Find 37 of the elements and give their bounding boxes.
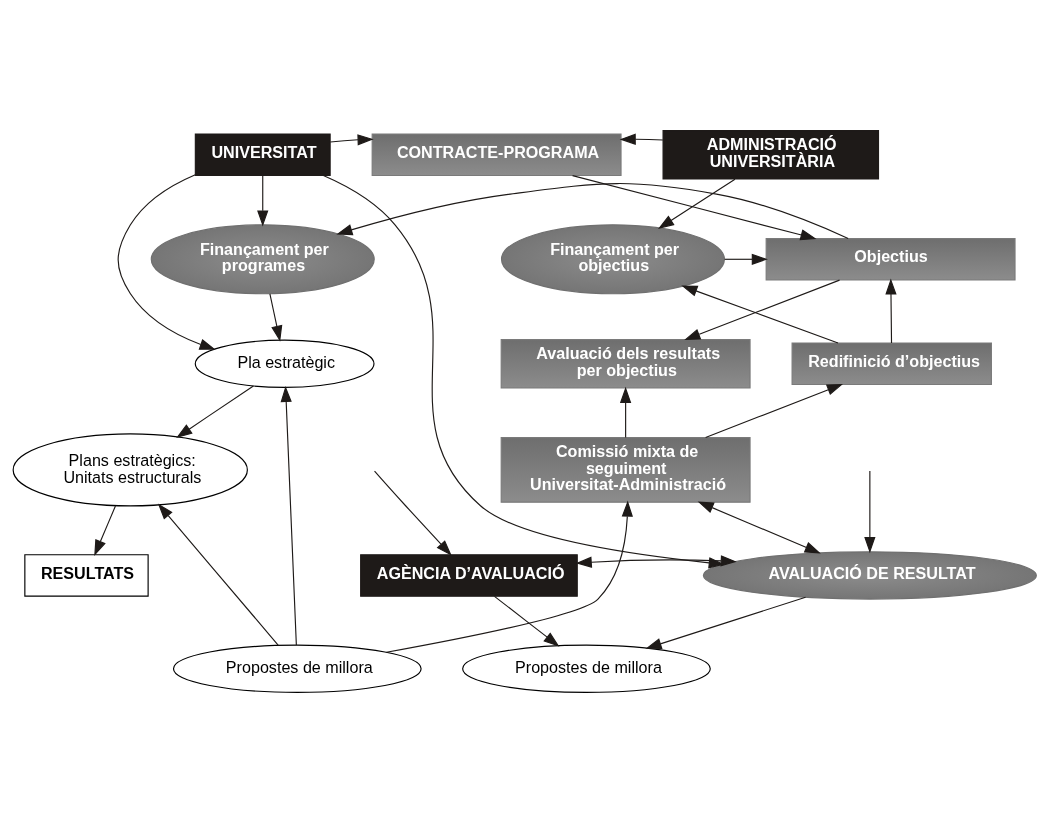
node-box: AGÈNCIA D’AVALUACIÓ	[360, 553, 578, 597]
arrow	[329, 133, 374, 145]
arrow	[864, 470, 876, 553]
arrow	[373, 470, 452, 556]
node-box: Redifinició d’objectius	[791, 341, 992, 385]
arrow	[157, 503, 279, 646]
arrow	[280, 385, 297, 646]
arrow	[572, 174, 817, 240]
arrow	[336, 182, 849, 239]
node-box: Avaluació dels resultats per objectius	[500, 338, 751, 389]
node-ellipse: Propostes de millora	[462, 644, 711, 693]
arrow	[257, 174, 269, 227]
arrow	[724, 253, 768, 265]
node-box: RESULTATS	[24, 553, 149, 597]
arrow	[493, 595, 560, 647]
arrow	[269, 292, 283, 342]
node-ellipse: AVALUACIÓ DE RESULTAT	[702, 550, 1037, 600]
node-box: Comissió mixta de seguiment Universitat-Administració	[500, 436, 751, 503]
arrow	[94, 504, 117, 556]
arrow	[681, 285, 839, 343]
arrow	[684, 279, 841, 340]
node-ellipse: Propostes de millora	[172, 644, 422, 693]
arrow	[385, 500, 633, 653]
node-ellipse: Plans estratègics: Unitats estructurals	[12, 432, 248, 506]
arrow	[657, 178, 736, 229]
arrow	[645, 596, 807, 649]
arrow	[619, 133, 664, 145]
node-box: CONTRACTE-PROGRAMA	[371, 133, 622, 176]
node-box: UNIVERSITAT	[194, 133, 331, 176]
node-box: ADMINISTRACIÓ UNIVERSITÀRIA	[662, 129, 880, 180]
node-box: Objectius	[765, 237, 1016, 281]
arrow	[697, 501, 821, 554]
arrow	[705, 383, 843, 438]
arrow	[885, 277, 897, 344]
arrow	[117, 173, 216, 350]
arrow	[176, 384, 254, 438]
arrow	[619, 386, 632, 438]
